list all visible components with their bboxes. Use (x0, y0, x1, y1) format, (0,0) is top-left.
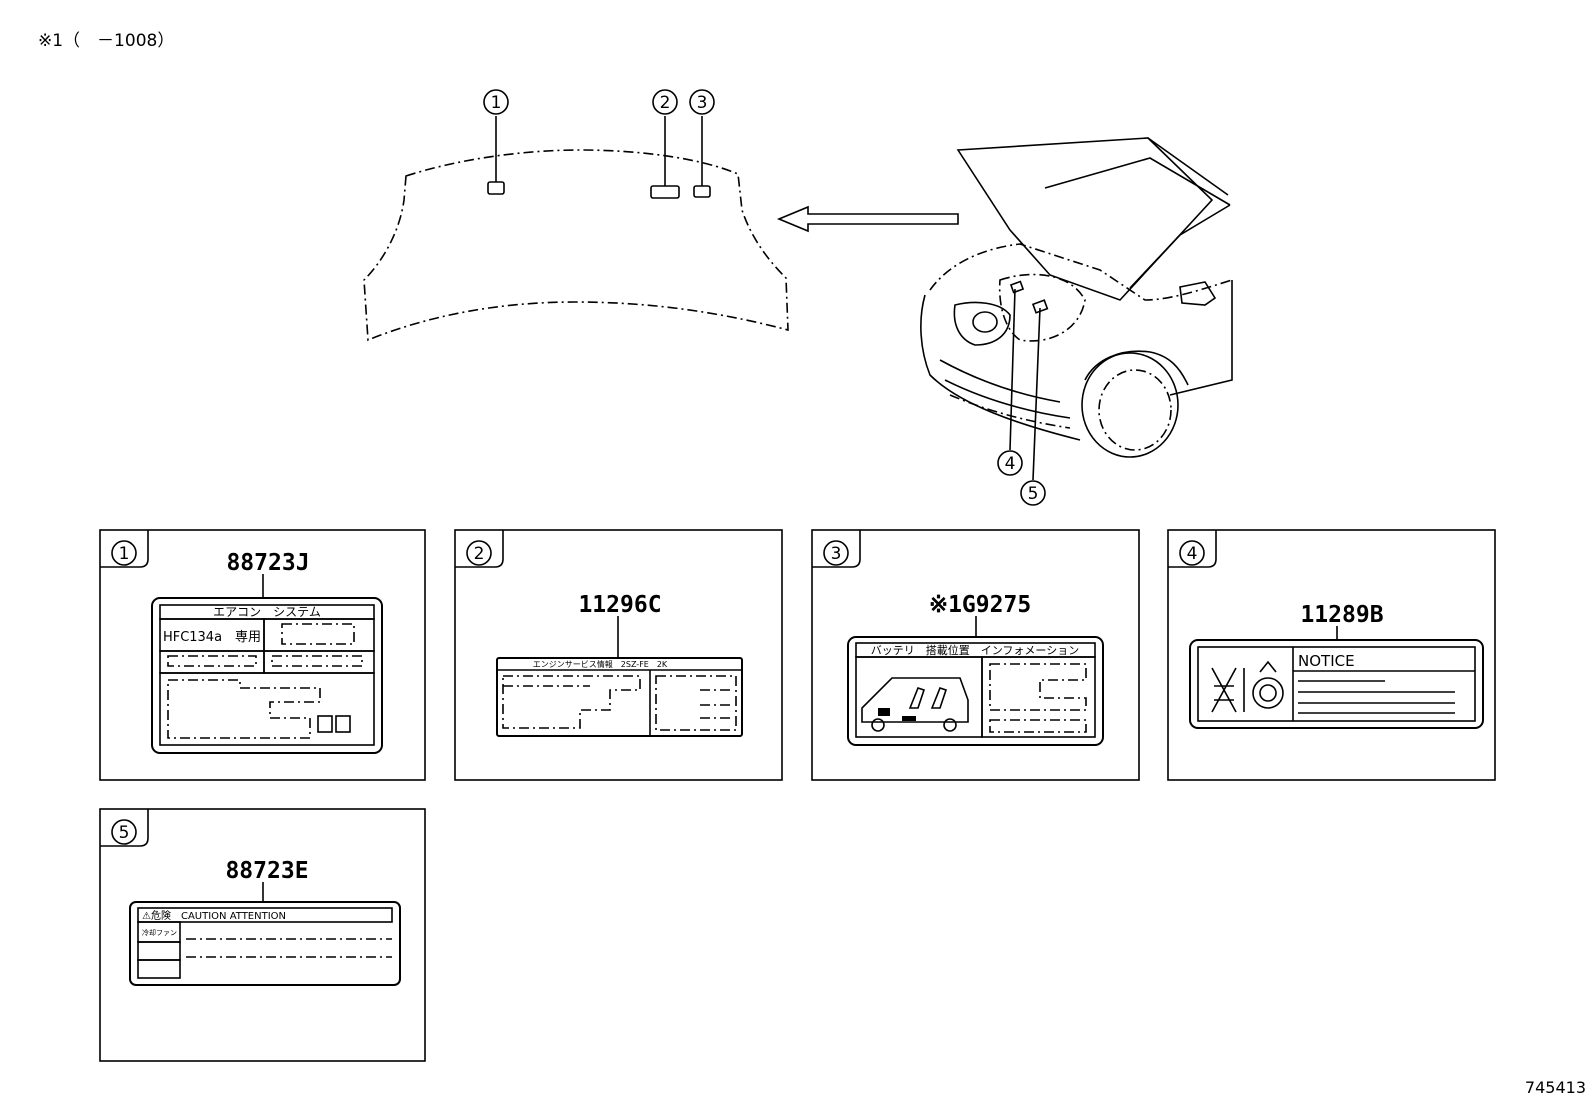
panel-5-label-fan: 冷却ファン (142, 928, 177, 937)
panel-4-number: 4 (1187, 544, 1198, 564)
svg-text:4: 4 (1005, 454, 1016, 474)
panel-1: 1 88723J エアコン システム HFC134a 専用 (99, 529, 426, 781)
car-open-hood-drawing (920, 137, 1233, 458)
illustration-number: 745413 (1525, 1078, 1586, 1097)
panel-3-number: 3 (831, 544, 842, 564)
panel-4-part-number: 11289B (1300, 602, 1383, 628)
panel-1-label-refrigerant: HFC134a 専用 (163, 630, 261, 645)
panel-5-number: 5 (119, 823, 130, 843)
hood-sticker-2 (650, 185, 680, 199)
callout-3: 3 (689, 89, 715, 115)
svg-text:2: 2 (660, 93, 671, 113)
panel-3-label-title: バッテリ 搭載位置 インフォメーション (871, 643, 1079, 657)
panel-2: 2 11296C エンジンサービス情報 2SZ-FE 2K (454, 529, 783, 781)
panel-5-part-number: 88723E (225, 858, 308, 884)
header-note: ※1（ －1008） (38, 31, 174, 51)
panel-5-label-caution: ⚠危険 CAUTION ATTENTION (142, 910, 286, 922)
panel-4-label-notice: NOTICE (1298, 652, 1355, 670)
panel-4: 4 11289B NOTICE (1167, 529, 1496, 781)
hood-sticker-3 (693, 185, 711, 198)
direction-arrow (776, 205, 959, 233)
panel-1-number: 1 (119, 544, 130, 564)
panel-1-part-number: 88723J (226, 550, 309, 576)
panel-5: 5 88723E ⚠危険 CAUTION ATTENTION 冷却ファン (99, 808, 426, 1062)
callout-1: 1 (483, 89, 509, 115)
panel-3-part-number: ※1G9275 (929, 592, 1031, 618)
panel-3: 3 ※1G9275 バッテリ 搭載位置 インフォメーション (811, 529, 1140, 781)
warning-pictogram-icon (1211, 667, 1237, 713)
callout-2: 2 (652, 89, 678, 115)
panel-2-number: 2 (474, 544, 485, 564)
panel-2-part-number: 11296C (578, 592, 661, 618)
panel-1-label-title: エアコン システム (213, 605, 321, 619)
hood-sticker-1 (487, 181, 505, 195)
hood-underside-drawing (363, 149, 789, 342)
callout-4: 4 (997, 450, 1023, 476)
callout-5: 5 (1020, 480, 1046, 506)
svg-text:1: 1 (491, 93, 502, 113)
panel-2-label-title: エンジンサービス情報 2SZ-FE 2K (533, 659, 668, 669)
svg-text:5: 5 (1028, 484, 1039, 504)
svg-text:3: 3 (697, 93, 708, 113)
